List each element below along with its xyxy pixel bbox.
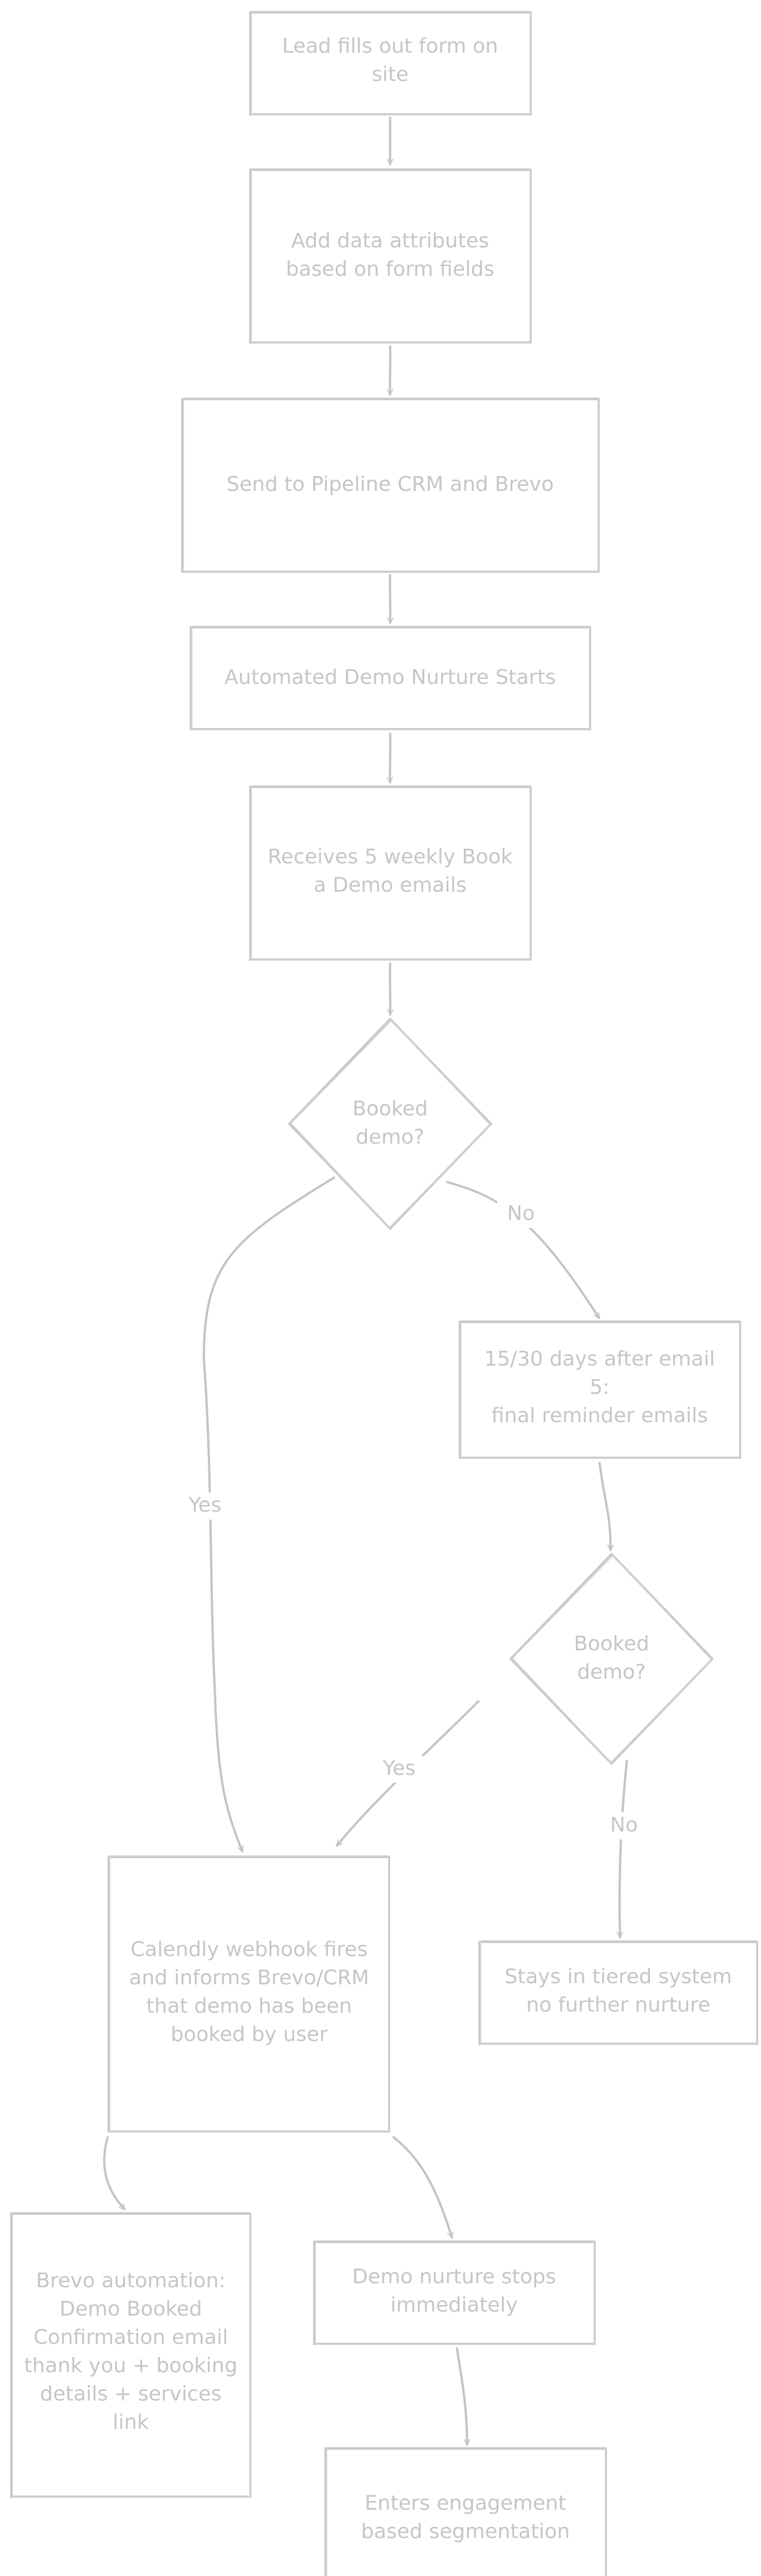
node-label-line: Demo Booked (59, 2297, 202, 2321)
node-label-line: Stays in tiered system (505, 1965, 732, 1988)
process-node-n11: Enters engagement based segmentation (324, 2447, 607, 2576)
edge-n6-to-d2 (598, 1462, 614, 1551)
edge-label-group: No (600, 1812, 648, 1839)
edge-n7-to-n9 (103, 2136, 126, 2210)
decision-diamond (288, 1017, 493, 1230)
node-label-line: based on form fields (286, 258, 494, 281)
node-label-line: Receives 5 weekly Book (268, 845, 513, 868)
node-box (249, 169, 532, 344)
node-label-line: Brevo automation: (36, 2269, 226, 2292)
node-label-line: 5: (589, 1376, 609, 1399)
process-node-n5: Receives 5 weekly Book a Demo emails (249, 785, 532, 961)
decision-diamond-sketch-line (511, 1555, 712, 1764)
process-node-n6: 15/30 days after email 5: final reminder e… (459, 1320, 741, 1459)
node-label-line: that demo has been (146, 1995, 352, 2018)
node-box (324, 2447, 607, 2576)
node-label-line: Booked (352, 1097, 427, 1120)
node-label-line: final reminder emails (491, 1404, 708, 1427)
node-box-sketch-line (183, 397, 598, 573)
node-label-line: booked by user (170, 2023, 327, 2046)
edge-label-group: Yes (375, 1756, 423, 1783)
node-box (249, 11, 532, 115)
node-label-line: details + services (40, 2382, 222, 2406)
node-box (10, 2213, 251, 2498)
node-box-sketch-line (326, 2447, 606, 2576)
node-box (459, 1321, 741, 1459)
node-label-line: and informs Brevo/CRM (129, 1966, 369, 1989)
edge-label-background (497, 1201, 545, 1228)
decision-node-d1: Booked demo? (288, 1017, 493, 1230)
node-label-line: Automated Demo Nurture Starts (224, 666, 555, 689)
edge-label-no: No (507, 1202, 535, 1225)
node-label-line: Calendly webhook fires (131, 1938, 368, 1961)
process-node-n1: Lead fills out form on site (249, 11, 532, 115)
node-box-sketch-line (251, 785, 531, 961)
node-box-sketch-line (109, 1855, 389, 2133)
decision-diamond (509, 1552, 714, 1765)
process-node-n8: Stays in tiered system no further nurture (478, 1940, 758, 2045)
node-label-line: a Demo emails (314, 874, 467, 897)
node-box (181, 398, 600, 573)
node-label-line: no further nurture (526, 1993, 710, 2017)
decision-diamond-sketch-line (290, 1020, 491, 1229)
edge-n7-to-n10 (392, 2136, 454, 2239)
node-label-line: Send to Pipeline CRM and Brevo (226, 473, 554, 496)
edge-n2-to-n3 (386, 345, 394, 396)
edge-label-background (600, 1812, 648, 1839)
node-box-sketch-line (12, 2212, 250, 2498)
edge-label-background (181, 1492, 229, 1520)
node-box (313, 2241, 596, 2345)
edge-n4-to-n5 (386, 733, 394, 784)
node-label-line: demo? (356, 1126, 424, 1149)
process-node-n7: Calendly webhook fires and informs Brevo/… (108, 1855, 390, 2133)
edge-n5-to-d1 (387, 962, 394, 1016)
edge-n3-to-n4 (387, 574, 394, 624)
node-box (190, 626, 591, 730)
node-box-sketch-line (191, 626, 590, 730)
node-box (478, 1941, 758, 2045)
edge-label-no: No (610, 1813, 638, 1837)
node-label-line: Confirmation email (33, 2326, 228, 2349)
node-label-line: site (371, 63, 408, 86)
process-node-n10: Demo nurture stops immediately (313, 2240, 596, 2345)
process-node-n4: Automated Demo Nurture Starts (190, 626, 591, 730)
edge-d2-to-n8 (617, 1760, 628, 1939)
node-box-sketch-line (460, 1320, 740, 1459)
node-label-line: 15/30 days after email (484, 1347, 715, 1371)
node-label-line: immediately (391, 2293, 518, 2317)
process-node-n9: Brevo automation: Demo BookedConfirmation… (10, 2212, 251, 2498)
node-label-line: demo? (577, 1661, 645, 1684)
node-box-sketch-line (315, 2240, 595, 2345)
node-label-line: Add data attributes (291, 229, 489, 253)
process-node-n2: Add data attributes based on form fields (249, 168, 532, 344)
edge-n10-to-n11 (456, 2347, 471, 2446)
node-label-line: Lead fills out form on (282, 35, 498, 58)
node-label-line: Demo nurture stops (352, 2265, 556, 2288)
node-box-sketch-line (251, 11, 531, 115)
edge-label-yes: Yes (382, 1757, 416, 1780)
node-box-sketch-line (480, 1940, 757, 2045)
process-node-n3: Send to Pipeline CRM and Brevo (181, 397, 600, 573)
edge-label-group: No (497, 1201, 545, 1228)
node-label-line: Enters engagement (365, 2492, 566, 2515)
decision-node-d2: Booked demo? (509, 1552, 714, 1765)
node-box-sketch-line (251, 168, 531, 344)
edge-label-background (375, 1756, 423, 1783)
edge-label-yes: Yes (188, 1494, 221, 1517)
edge-label-group: Yes (181, 1492, 229, 1520)
node-label-line: thank you + booking (24, 2354, 238, 2377)
node-label-line: based segmentation (361, 2520, 570, 2543)
node-label-line: Booked (574, 1632, 649, 1655)
node-label-line: link (113, 2411, 149, 2434)
